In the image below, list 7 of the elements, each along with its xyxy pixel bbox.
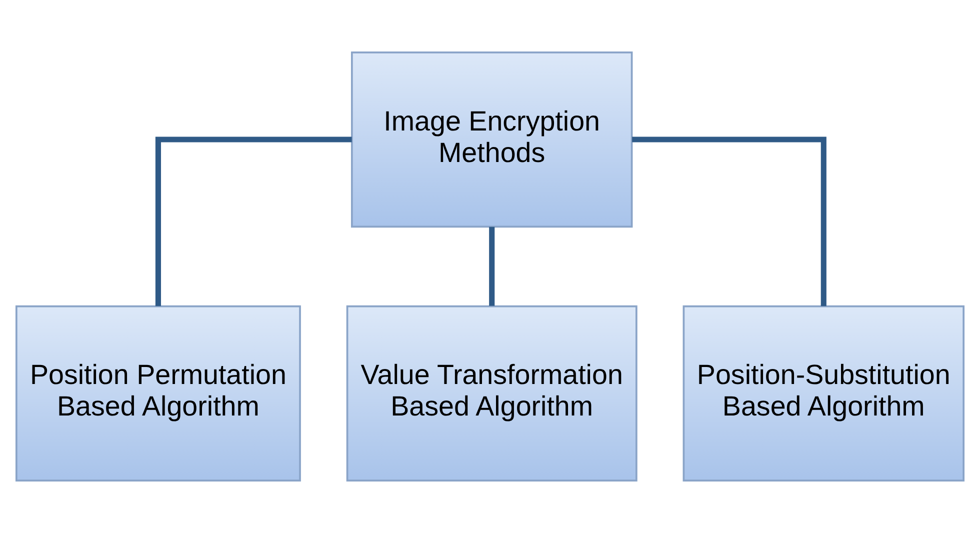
node-box: Position Permutation Based Algorithm <box>15 305 301 482</box>
connector <box>489 226 495 306</box>
node-box: Position-Substitution Based Algorithm <box>682 305 965 482</box>
connector <box>155 136 352 306</box>
connector <box>632 136 826 306</box>
node-box: Image Encryption Methods <box>350 51 633 228</box>
node-box: Value Transformation Based Algorithm <box>346 305 638 482</box>
